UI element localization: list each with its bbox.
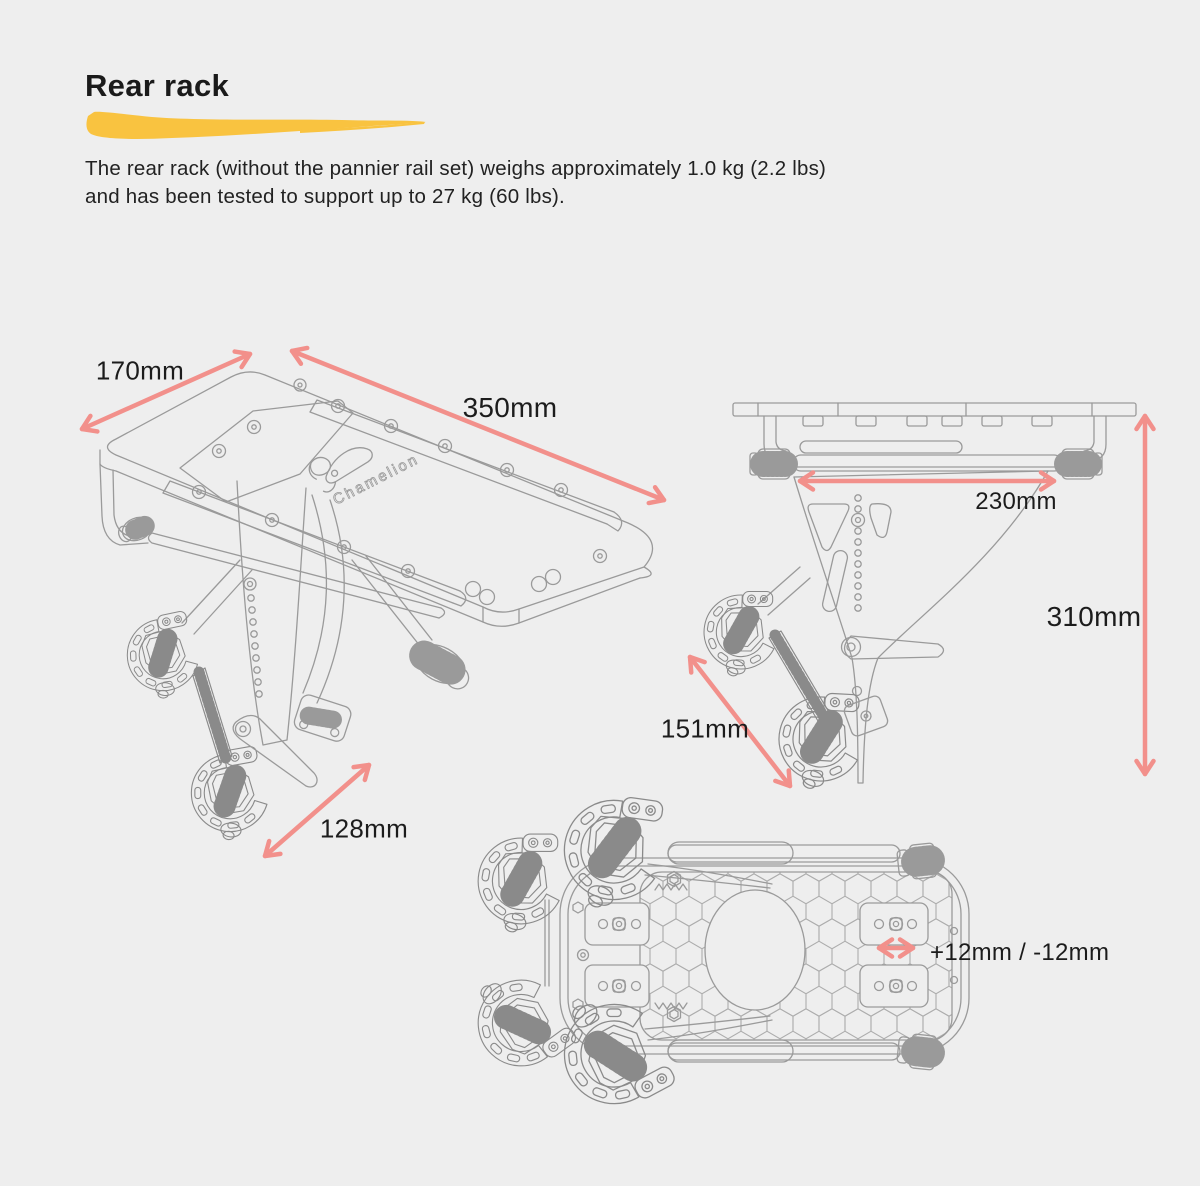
intro-paragraph: The rear rack (without the pannier rail … bbox=[85, 155, 826, 210]
dimension-label-350mm: 350mm bbox=[462, 392, 558, 423]
bottom-view-drawing bbox=[465, 790, 970, 1113]
dimension-label-170mm: 170mm bbox=[95, 355, 185, 386]
isometric-view-drawing: Chamelion bbox=[99, 371, 654, 851]
dimension-arrow-151mm bbox=[687, 654, 793, 789]
intro-paragraph-line-1: The rear rack (without the pannier rail … bbox=[85, 157, 827, 180]
intro-paragraph-line-2: and has been tested to support up to 27 … bbox=[85, 184, 565, 208]
dimension-label-310mm: 310mm bbox=[1046, 601, 1142, 632]
title-underline-brush bbox=[86, 111, 427, 139]
chamelion-logo-text: Chamelion bbox=[330, 451, 422, 509]
page-title: Rear rack bbox=[85, 68, 230, 103]
dimension-label-151mm: 151mm bbox=[660, 713, 750, 744]
side-view-drawing bbox=[694, 402, 1137, 797]
dimension-arrow-170mm bbox=[79, 349, 253, 434]
dimension-arrow-350mm bbox=[289, 345, 667, 506]
dimension-label-230mm: 230mm bbox=[975, 488, 1057, 515]
dimension-label-128mm: 128mm bbox=[319, 813, 409, 844]
dimension-arrow-128mm bbox=[262, 762, 372, 859]
dimension-label-12mm: +12mm / -12mm bbox=[930, 939, 1110, 966]
